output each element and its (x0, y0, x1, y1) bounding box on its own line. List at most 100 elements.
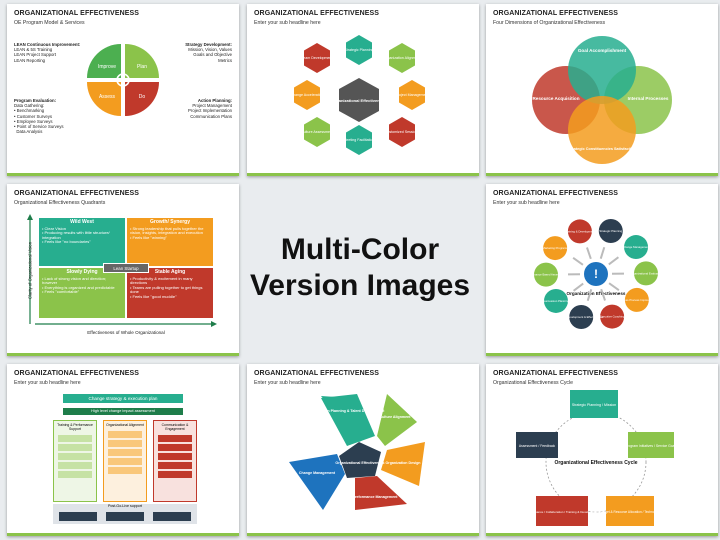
plan-quadrant (125, 44, 159, 78)
hex-label: Strategic Planning (344, 48, 373, 52)
slide-title: ORGANIZATIONAL EFFECTIVENESS (254, 370, 380, 377)
slide-title: ORGANIZATIONAL EFFECTIVENESS (493, 370, 619, 377)
step-label: Assessment / Feedback (519, 444, 555, 448)
connector-arrow (586, 247, 592, 260)
heading-line: Version Images (249, 269, 471, 302)
step-program-initiatives (628, 432, 674, 458)
slide-title: ORGANIZATIONAL EFFECTIVENESS (14, 10, 140, 17)
action-block: Action Planning: Project Management Proj… (188, 98, 232, 119)
radial-node (543, 288, 568, 313)
column-communication: Communication & Engagement (153, 420, 197, 502)
segment-label: Organization Design (386, 461, 421, 465)
segment-culture (377, 394, 417, 446)
slide-title: ORGANIZATIONAL EFFECTIVENESS (14, 370, 140, 377)
step-strategic-planning (570, 390, 618, 418)
cycle-center-label: Organizational Effectiveness Cycle (554, 460, 637, 466)
radial-node (624, 287, 649, 312)
slide-pentagon-model[interactable]: ORGANIZATIONAL EFFECTIVENESS Enter your … (247, 364, 479, 536)
segment-label: Culture Alignment (379, 415, 411, 419)
post-go-live-panel: Post-Go-Live support (53, 504, 197, 524)
connector-arrow (572, 282, 584, 292)
circle-label: Strategic Constituencies Satisfaction (568, 147, 636, 151)
radial-node-label: Organizational Evaluation (630, 271, 662, 275)
hex-label: Customized Sessions (385, 130, 420, 134)
circle-label: Internal Processes (628, 96, 669, 101)
slide-accent-bar (486, 353, 718, 356)
action-heading: Action Planning: (197, 98, 232, 103)
radial-node (600, 304, 625, 329)
radial-node (543, 236, 568, 261)
quadrant-stable-aging: Stable Aging • Productivity & excitement… (127, 268, 213, 318)
slide-accent-bar (7, 533, 239, 536)
radial-center-label: Organization Effectiveness (567, 291, 626, 296)
multi-color-heading: Multi-Color Version Images (248, 232, 472, 304)
radial-node (633, 261, 658, 286)
pentagon-center-label: Organizational Effectiveness (335, 461, 384, 465)
radial-node-label: Marketing Programs (543, 246, 569, 250)
slide-four-dimensions[interactable]: ORGANIZATIONAL EFFECTIVENESS Four Dimens… (486, 4, 718, 176)
quadrant-wild-west: Wild West • Clear Vision• Producing resu… (39, 218, 125, 266)
slide-oe-program-model[interactable]: ORGANIZATIONAL EFFECTIVENESS OE Program … (7, 4, 239, 176)
radial-diagram: ! Organization Effectiveness Strategic P… (526, 219, 662, 329)
connector-arrow (586, 288, 593, 302)
y-axis-arrow (27, 214, 33, 324)
slide-radial-services[interactable]: ORGANIZATIONAL EFFECTIVENESS Enter your … (486, 184, 718, 356)
step-label: Performance / Collaboration / Training &… (526, 510, 598, 514)
slide-title: ORGANIZATIONAL EFFECTIVENESS (14, 190, 140, 197)
step-performance (536, 496, 588, 526)
quadrant-label: Assess (99, 94, 116, 100)
cycle-diagram: Strategic Planning / Mission Program Ini… (516, 390, 677, 526)
evaluation-block: Program Evaluation: Data Gathering: • Be… (14, 98, 64, 135)
cycle-ring-icon (116, 73, 130, 87)
quadrant-label: Improve (98, 64, 116, 70)
connector-arrow (572, 257, 584, 266)
slide-accent-bar (7, 173, 239, 176)
quadrant-label: Do (139, 94, 146, 100)
radial-node (534, 262, 559, 287)
segment-label: Succession Planning & Talent Development (310, 409, 385, 413)
strategy-heading: Strategy Development: (185, 42, 232, 47)
pdca-cycle: Improve Plan Assess Do (87, 44, 159, 116)
slide-oe-quadrants[interactable]: ORGANIZATIONAL EFFECTIVENESS Organizatio… (7, 184, 239, 356)
quadrant-label: Plan (137, 64, 147, 70)
slide-subtitle: Organizational Effectiveness Quadrants (14, 200, 106, 206)
slide-title: ORGANIZATIONAL EFFECTIVENESS (254, 10, 380, 17)
segment-succession-fill (321, 394, 375, 446)
slide-accent-bar (247, 533, 479, 536)
slide-hexagon-services[interactable]: ORGANIZATIONAL EFFECTIVENESS Enter your … (247, 4, 479, 176)
step-label: Program Initiatives / Service Goals (625, 444, 677, 448)
slide-subtitle: Enter your sub headline here (14, 380, 81, 386)
segment-change (289, 454, 345, 510)
cycle-ring (545, 411, 647, 513)
step-budget (606, 496, 654, 526)
slide-subtitle: Enter your sub headline here (254, 20, 321, 26)
column-alignment: Organizational Alignment (103, 420, 147, 502)
step-label: Strategic Planning / Mission (572, 403, 616, 407)
slide-change-strategy[interactable]: ORGANIZATIONAL EFFECTIVENESS Enter your … (7, 364, 239, 536)
radial-node-label: Change Management (623, 245, 650, 249)
segment-performance (355, 476, 407, 510)
slide-title: ORGANIZATIONAL EFFECTIVENESS (493, 10, 619, 17)
evaluation-heading: Program Evaluation: (14, 98, 57, 103)
slide-accent-bar (486, 173, 718, 176)
segment-label: Change Management (299, 471, 336, 475)
circle-strategic-constituencies (568, 96, 636, 164)
strategy-block: Strategy Development: Mission, Vision, V… (185, 42, 232, 63)
lean-heading: LEAN Continuous Improvement: (14, 42, 81, 47)
radial-node (567, 219, 592, 244)
do-quadrant (125, 82, 159, 116)
hex-label: Organization Alignment (383, 56, 420, 60)
slide-oe-cycle[interactable]: ORGANIZATIONAL EFFECTIVENESS Organizatio… (486, 364, 718, 536)
hex-label: Team Development (302, 56, 333, 60)
assess-quadrant (87, 82, 121, 116)
connector-arrow (600, 288, 606, 301)
step-assessment (516, 432, 558, 458)
slide-accent-bar (247, 173, 479, 176)
slide-subtitle: OE Program Model & Services (14, 20, 85, 26)
slide-subtitle: Enter your sub headline here (254, 380, 321, 386)
x-axis-label: Effectiveness of Whole Organizational (87, 330, 165, 335)
hex-label: Project Management (395, 93, 428, 97)
radial-node (624, 235, 649, 260)
y-axis-label: Clarity of Organizational Vision (27, 241, 33, 300)
circle-label: Goal Accomplishment (578, 48, 627, 53)
